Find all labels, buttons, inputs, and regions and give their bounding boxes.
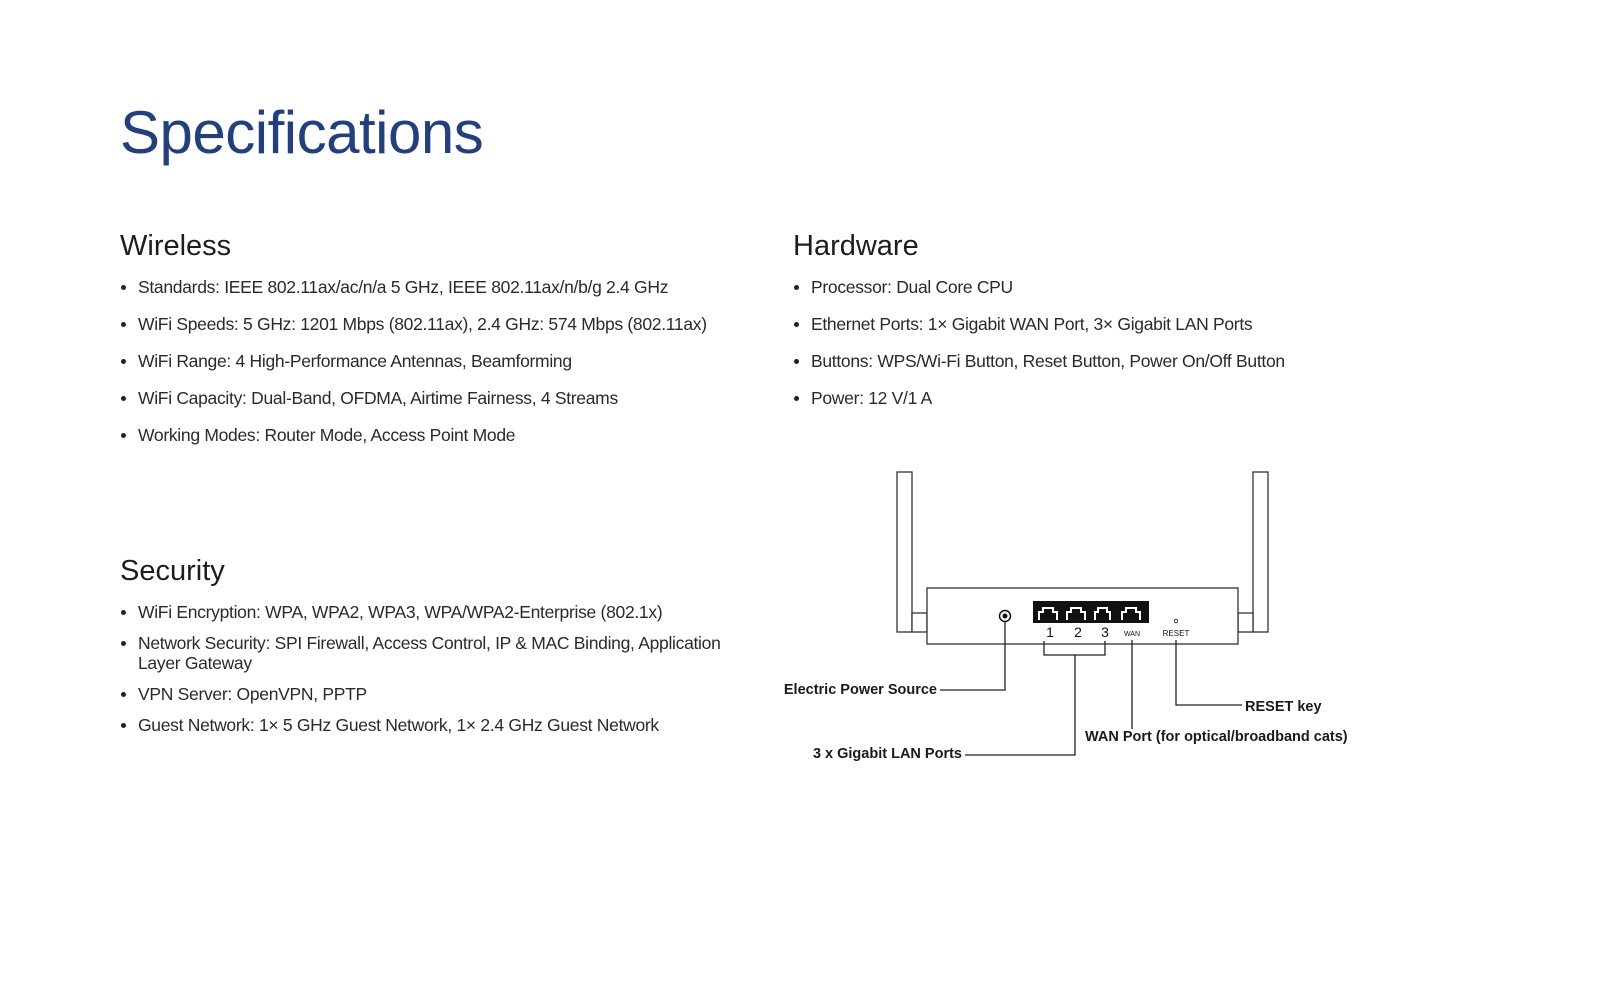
right-antenna-mount — [1237, 612, 1254, 633]
callout-wan: WAN Port (for optical/broadband cats) — [1085, 729, 1348, 745]
power-jack-icon — [998, 609, 1012, 623]
port-number: 1 — [1046, 624, 1054, 640]
ethernet-ports-icon — [1033, 601, 1149, 623]
list-item: Standards: IEEE 802.11ax/ac/n/a 5 GHz, I… — [120, 277, 740, 297]
callout-lan: 3 x Gigabit LAN Ports — [813, 746, 962, 762]
page-title: Specifications — [120, 99, 484, 166]
right-antenna — [1252, 471, 1269, 633]
spec-list: Processor: Dual Core CPU Ethernet Ports:… — [793, 277, 1413, 408]
wan-port-label: WAN — [1124, 631, 1140, 638]
reset-hole-icon — [1173, 618, 1179, 624]
list-item: Working Modes: Router Mode, Access Point… — [120, 425, 740, 445]
section-heading: Security — [120, 555, 225, 587]
port-number: 2 — [1074, 624, 1082, 640]
port-number: 3 — [1101, 624, 1109, 640]
list-item: Buttons: WPS/Wi-Fi Button, Reset Button,… — [793, 351, 1413, 371]
left-antenna — [896, 471, 913, 633]
list-item: WiFi Capacity: Dual-Band, OFDMA, Airtime… — [120, 388, 740, 408]
list-item: Processor: Dual Core CPU — [793, 277, 1413, 297]
spec-list: WiFi Encryption: WPA, WPA2, WPA3, WPA/WP… — [120, 602, 740, 735]
left-antenna-mount — [911, 612, 928, 633]
spec-list: Standards: IEEE 802.11ax/ac/n/a 5 GHz, I… — [120, 277, 740, 445]
callout-reset: RESET key — [1245, 699, 1322, 715]
list-item: Network Security: SPI Firewall, Access C… — [120, 633, 728, 673]
hardware-section: Hardware Processor: Dual Core CPU Ethern… — [793, 230, 1413, 425]
list-item: Guest Network: 1× 5 GHz Guest Network, 1… — [120, 715, 740, 735]
list-item: Ethernet Ports: 1× Gigabit WAN Port, 3× … — [793, 314, 1413, 334]
list-item: Power: 12 V/1 A — [793, 388, 1413, 408]
security-section: Security WiFi Encryption: WPA, WPA2, WPA… — [120, 555, 740, 746]
list-item: VPN Server: OpenVPN, PPTP — [120, 684, 740, 704]
list-item: WiFi Encryption: WPA, WPA2, WPA3, WPA/WP… — [120, 602, 740, 622]
list-item: WiFi Range: 4 High-Performance Antennas,… — [120, 351, 740, 371]
callout-power: Electric Power Source — [784, 682, 937, 698]
callout-lines — [940, 622, 1242, 756]
list-item: WiFi Speeds: 5 GHz: 1201 Mbps (802.11ax)… — [120, 314, 740, 334]
section-heading: Hardware — [793, 230, 919, 262]
wireless-section: Wireless Standards: IEEE 802.11ax/ac/n/a… — [120, 230, 740, 462]
reset-port-label: RESET — [1163, 629, 1190, 638]
section-heading: Wireless — [120, 230, 232, 262]
